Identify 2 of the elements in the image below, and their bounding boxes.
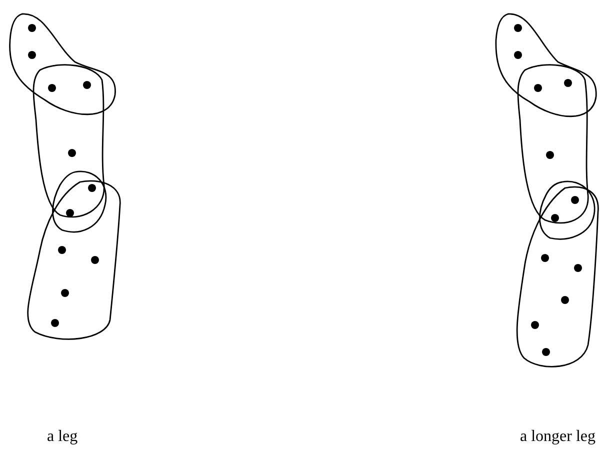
caption-text: a leg [47, 428, 78, 446]
caption-text: a longer leg [520, 428, 596, 446]
